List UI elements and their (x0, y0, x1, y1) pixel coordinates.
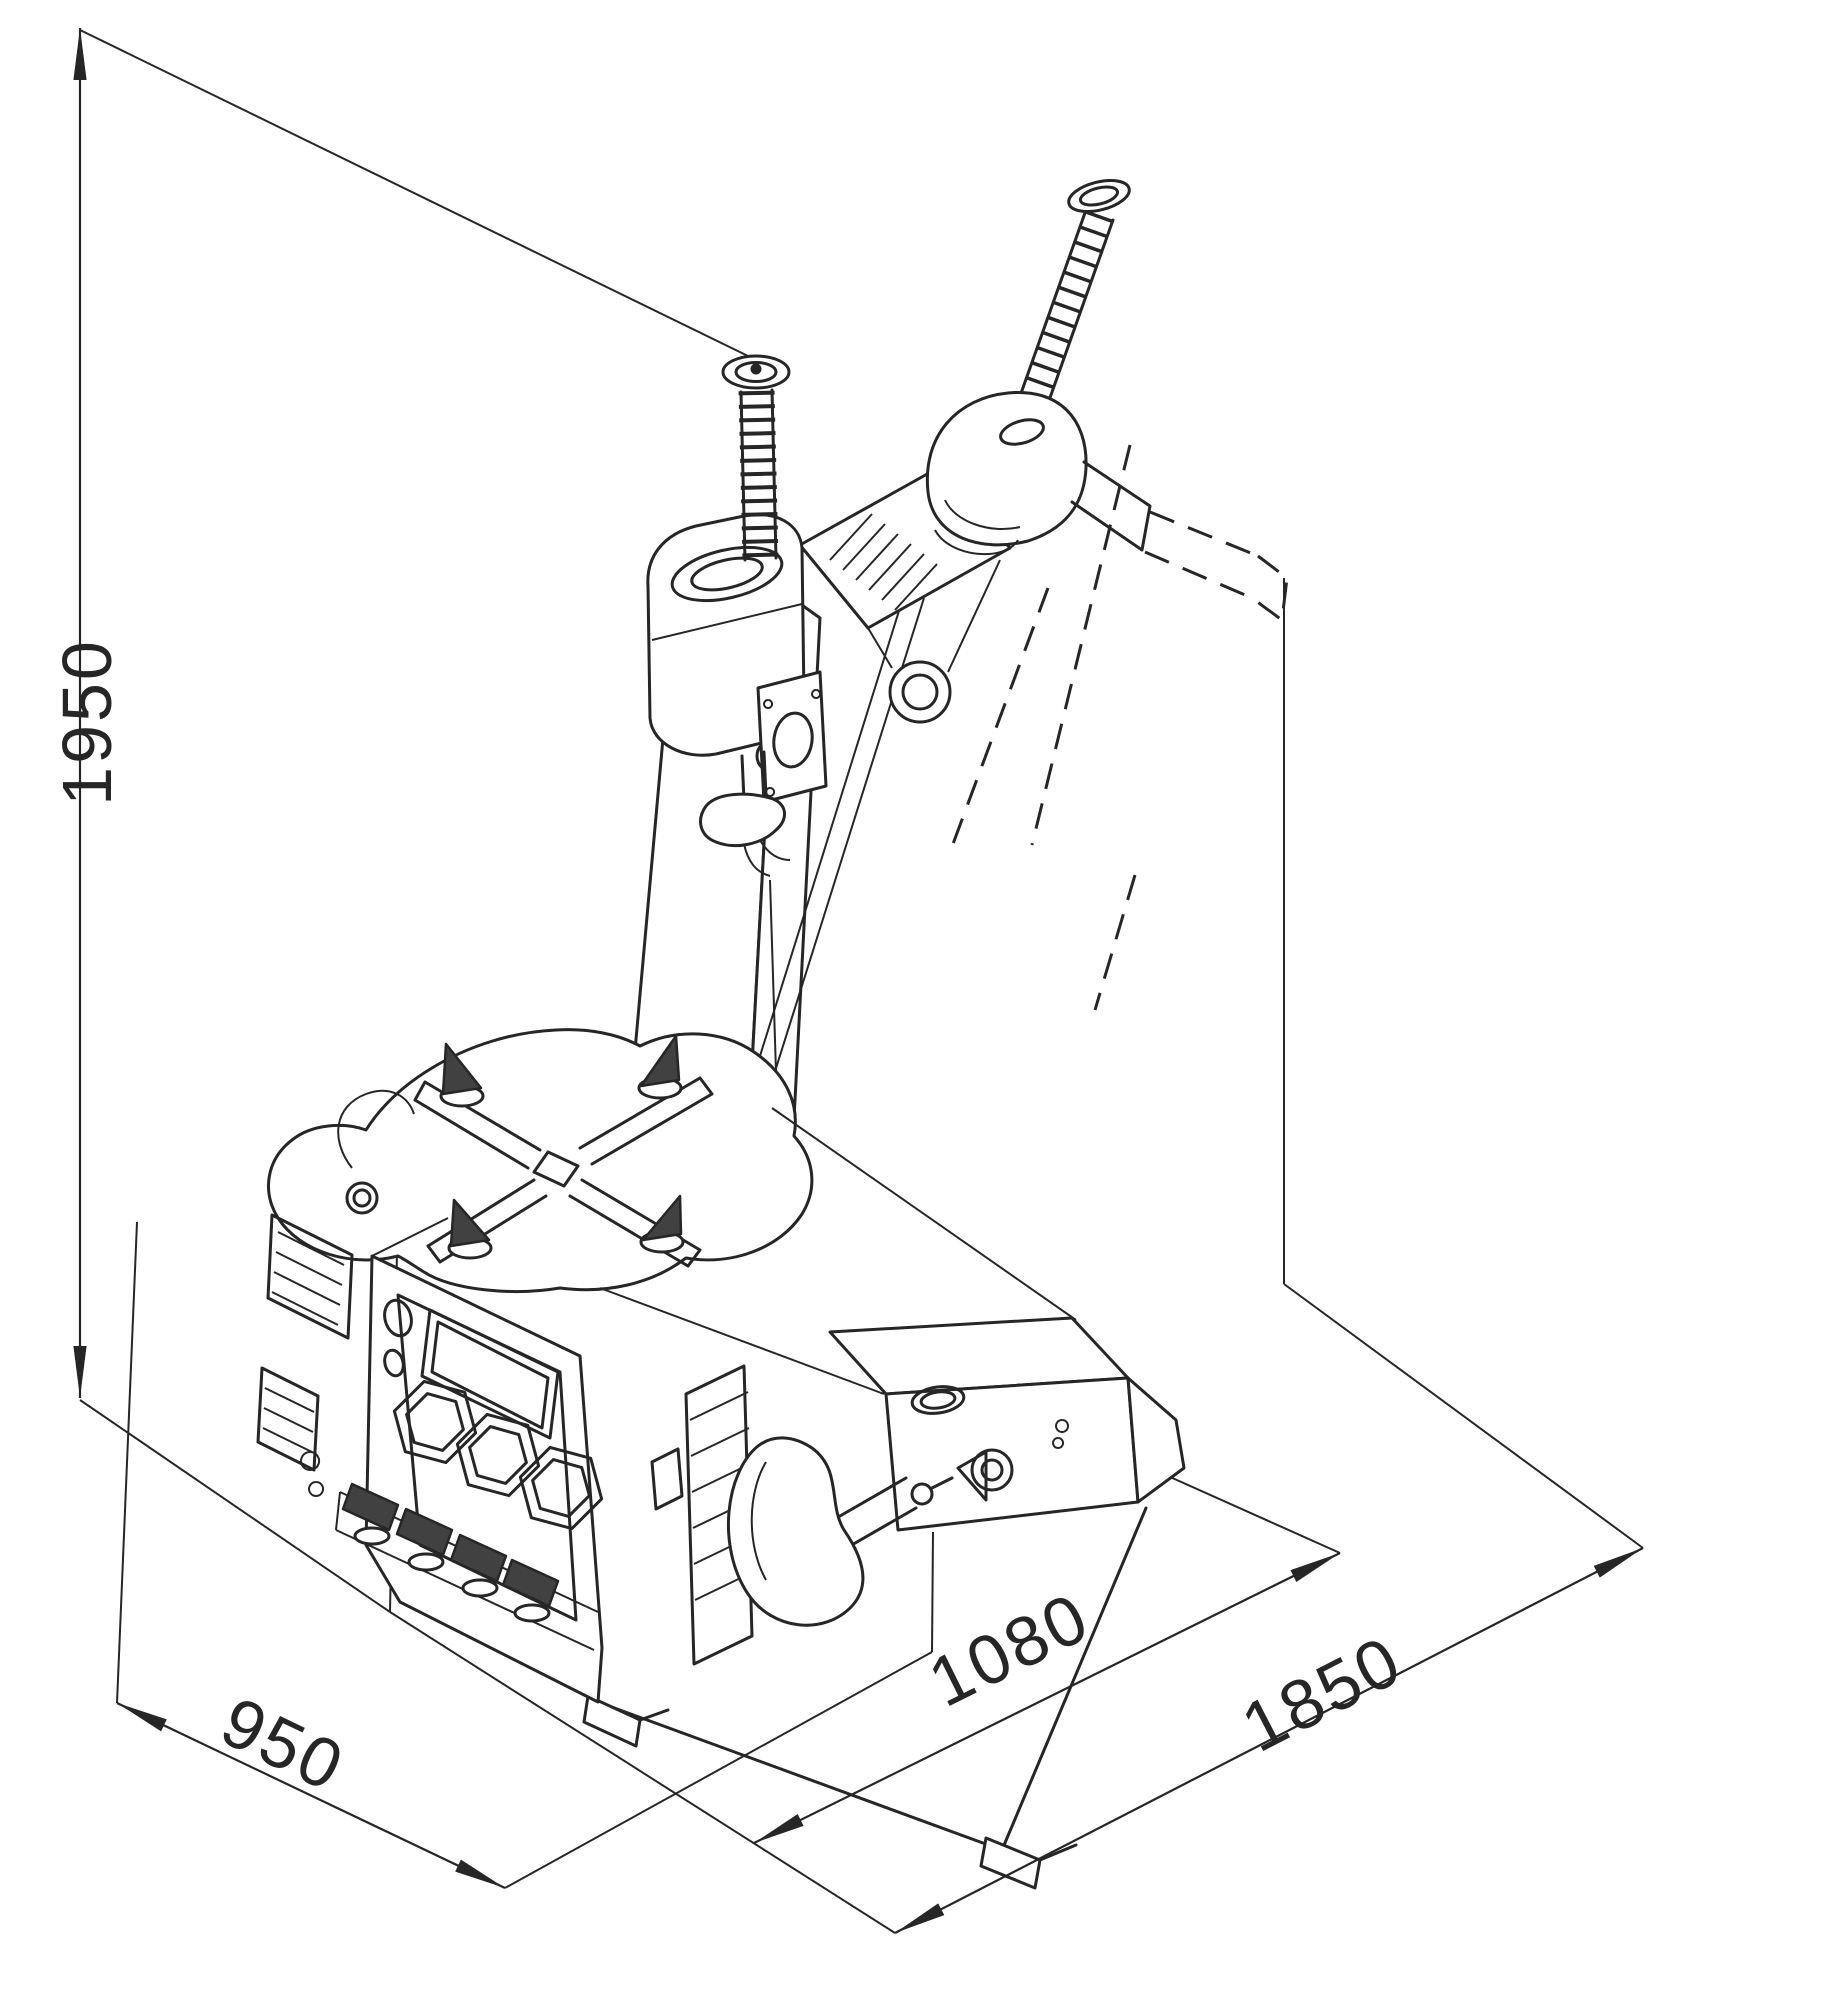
front-small-bolts (300, 1451, 325, 1497)
dimension-width-front-label: 1080 (917, 1577, 1102, 1721)
breaker-arm-pivot (910, 1482, 934, 1506)
base-foot-left (582, 1694, 670, 1748)
tilted-rod-cap (1067, 178, 1131, 214)
pedal-3 (449, 1533, 508, 1583)
pod-knob-inner (980, 1458, 1004, 1482)
dimension-annotations: 1950 950 1080 1850 (48, 28, 1644, 1934)
side-grille (684, 1364, 754, 1666)
clamp-cone-ur (639, 1034, 681, 1088)
tool-hooks (743, 839, 791, 877)
pivot-boss-inner (901, 673, 939, 711)
hexagon-1-inner (405, 1392, 465, 1452)
deck-front-edge (599, 1287, 885, 1395)
turntable (267, 1028, 814, 1293)
pedal-base-3 (461, 1578, 499, 1598)
hood-contour (934, 499, 1021, 556)
front-window-outer (420, 1308, 560, 1440)
pod-oval-hole (910, 1385, 966, 1415)
pod-knob (970, 1448, 1014, 1492)
rod-entry-collar (999, 418, 1045, 446)
side-grille-hatch (689, 1391, 754, 1601)
arm-stub (1070, 460, 1152, 552)
spring-coils (738, 390, 779, 560)
pedal-base-1 (353, 1526, 391, 1546)
extension-line-width-front-right (1149, 1467, 1341, 1554)
clamp-cone-lr (641, 1194, 683, 1242)
dashed-column-lines (948, 444, 1137, 1011)
clamp-center-block (532, 1150, 580, 1188)
pod-front-face (884, 1376, 1140, 1532)
pedal-4 (501, 1558, 560, 1608)
front-window-inner (430, 1320, 550, 1430)
deck-left-edge (371, 1217, 449, 1257)
tire-changer-machine (256, 178, 1289, 1890)
mount-demount-head (699, 792, 786, 848)
breaker-arm (838, 1476, 954, 1548)
spring-rod-cap-inner (734, 361, 778, 383)
front-oval-hole-1 (383, 1298, 413, 1338)
pedal-assembly (335, 1482, 599, 1651)
pod-triangle-vent (956, 1450, 988, 1502)
clamp-cone-ul (441, 1042, 483, 1096)
table-hose (337, 1089, 415, 1169)
hexagon-1 (392, 1379, 478, 1465)
side-sticker (650, 1447, 684, 1511)
clamp-cone-ll (449, 1198, 491, 1248)
arm-ribs (829, 513, 938, 611)
pivot-boss-outer (888, 660, 952, 724)
front-oval-hole-2 (383, 1348, 405, 1378)
pedal-2 (395, 1507, 454, 1557)
deck-rear-edge (771, 1107, 1077, 1321)
extension-line-height-top (79, 29, 749, 357)
left-hatch-plate (266, 1213, 354, 1340)
hexagon-3 (518, 1445, 604, 1531)
pod-end-face (1126, 1376, 1186, 1504)
dashed-arm-top (1149, 510, 1259, 558)
pedal-base-4 (513, 1603, 551, 1623)
dimension-height-label: 1950 (48, 638, 126, 806)
pod-end-marks (1052, 1419, 1070, 1449)
hexagon-2-inner (468, 1425, 528, 1485)
dashed-arm-end (1251, 554, 1289, 623)
left-hatch-lines (271, 1231, 345, 1326)
head-hood (925, 390, 1088, 547)
pivot-bracket (867, 559, 1001, 673)
tool-drop-line (769, 879, 777, 1073)
table-ring-handle-inner (352, 1188, 372, 1208)
tilted-rod-cap-inner (1078, 185, 1120, 207)
dimension-line-depth (116, 1702, 506, 1889)
table-ring-handle (345, 1181, 379, 1215)
hexagon-2 (455, 1412, 541, 1498)
dashed-tilt-back-outline (948, 444, 1289, 1011)
vertical-slide-head (646, 354, 828, 1073)
construction-lines (79, 29, 1644, 1934)
dimension-width-overall-label: 1850 (1230, 1621, 1415, 1767)
hexagon-3-inner (531, 1458, 591, 1518)
extension-line-height-bottom (79, 1399, 391, 1613)
bead-breaker-side (650, 1316, 1186, 1666)
spring-rod-cap-hole (750, 363, 762, 375)
housing-contour (651, 603, 803, 641)
extension-line-depth-left (116, 1221, 138, 1704)
slide-plate-oval (772, 711, 814, 769)
pod-oval-hole-inner (919, 1390, 957, 1410)
slide-plate (756, 670, 828, 804)
bead-breaker-blade (726, 1436, 865, 1627)
pedal-1 (341, 1482, 400, 1532)
extension-line-small-box-right (931, 1531, 934, 1653)
left-lower-hatch-lines (262, 1387, 315, 1453)
housing-opening-inner (690, 556, 764, 592)
dimension-line-width-overall (894, 1547, 1644, 1934)
floor-edge-front-left (389, 1611, 896, 1934)
dimension-depth-label: 950 (210, 1682, 357, 1807)
tool-neck (740, 750, 768, 802)
dashed-arm-bottom (1144, 550, 1253, 600)
slide-plate-bolts (763, 689, 822, 797)
pedal-base-2 (407, 1552, 445, 1572)
left-lower-hatch-plate (256, 1366, 320, 1472)
swing-arm-head (925, 178, 1152, 556)
floor-edge-rear-right (1283, 1283, 1644, 1549)
